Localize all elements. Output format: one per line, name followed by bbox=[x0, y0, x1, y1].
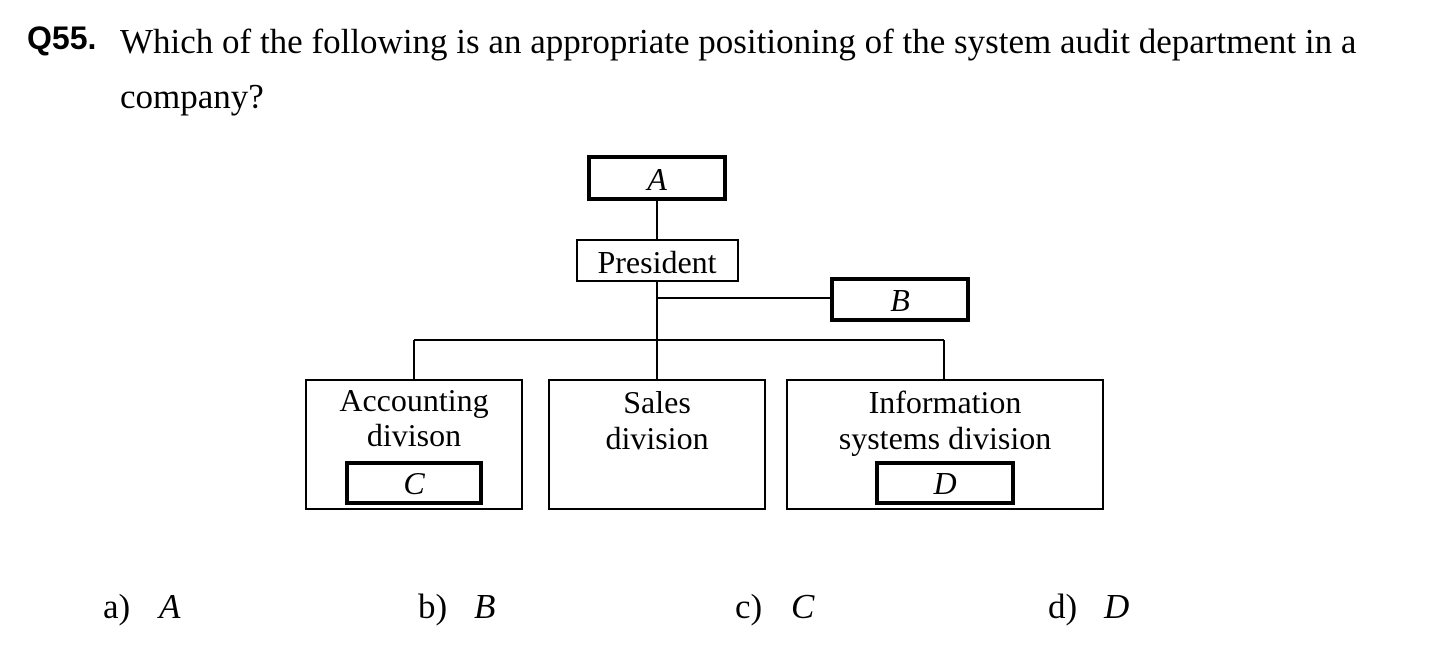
option-b[interactable]: b) B bbox=[418, 585, 495, 629]
information-systems-division-label-line1: Information bbox=[869, 384, 1022, 420]
option-c-letter: c) bbox=[735, 587, 763, 626]
box-a: A bbox=[587, 155, 727, 201]
option-b-letter: b) bbox=[418, 587, 448, 626]
accounting-division-box: Accounting divison C bbox=[305, 379, 523, 510]
option-c[interactable]: c) C bbox=[735, 585, 814, 629]
box-d-label: D bbox=[932, 465, 956, 501]
box-c-label: C bbox=[403, 465, 425, 501]
option-a-value: A bbox=[159, 587, 181, 626]
option-d-value: D bbox=[1104, 587, 1130, 626]
accounting-division-label-line1: Accounting bbox=[339, 382, 488, 418]
sales-division-box: Sales division bbox=[548, 379, 766, 510]
org-chart-connectors bbox=[413, 199, 945, 380]
sales-division-label-line1: Sales bbox=[623, 384, 691, 420]
information-systems-division-box: Information systems division D bbox=[786, 379, 1104, 510]
box-b: B bbox=[830, 277, 970, 322]
information-systems-division-label-line2: systems division bbox=[839, 420, 1051, 456]
sales-division-label-line2: division bbox=[605, 420, 708, 456]
accounting-division-label-line2: divison bbox=[367, 417, 461, 453]
question-number: Q55. bbox=[27, 20, 97, 56]
option-d[interactable]: d) D bbox=[1048, 585, 1129, 629]
question-text: Which of the following is an appropriate… bbox=[120, 22, 1357, 116]
president-label: President bbox=[597, 244, 716, 280]
box-a-label: A bbox=[645, 161, 667, 197]
president-box: President bbox=[576, 239, 739, 282]
option-c-value: C bbox=[791, 587, 815, 626]
option-b-value: B bbox=[474, 587, 496, 626]
option-a-letter: a) bbox=[103, 587, 131, 626]
box-b-label: B bbox=[890, 282, 910, 318]
option-a[interactable]: a) A bbox=[103, 585, 180, 629]
option-d-letter: d) bbox=[1048, 587, 1078, 626]
